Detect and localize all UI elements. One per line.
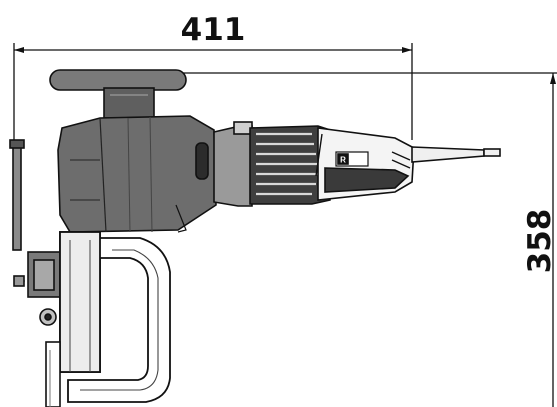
housing-collar <box>213 125 253 207</box>
width-arrow-right <box>402 47 412 53</box>
nameplate-logo: R <box>335 151 369 167</box>
height-arrow-top <box>550 73 556 84</box>
height-dimension <box>175 72 557 407</box>
height-dimension-label: 358 <box>522 209 557 274</box>
handle-stem <box>103 87 155 119</box>
guide-plate <box>12 144 22 251</box>
power-cord <box>411 146 501 163</box>
nameplate-text: R <box>340 156 346 165</box>
side-guide <box>9 139 25 251</box>
adjust-bolt <box>13 275 25 287</box>
punch-rod <box>45 341 61 407</box>
handle-grip <box>49 69 187 91</box>
width-dimension-label: 411 <box>181 12 246 48</box>
vent-slot <box>195 142 209 180</box>
c-frame-inner <box>80 249 159 391</box>
punch-tip <box>45 341 61 407</box>
width-dimension <box>13 43 413 140</box>
top-handle <box>49 69 187 119</box>
grip-ribs <box>256 132 318 196</box>
cord-end <box>483 148 501 157</box>
punch-guide <box>59 231 101 373</box>
cord-strain-relief <box>411 146 485 163</box>
rear-handle: R <box>315 127 415 201</box>
die-frame <box>59 231 171 403</box>
clamp-assembly <box>13 251 65 326</box>
gear-housing <box>57 115 217 233</box>
gear-head <box>57 115 217 233</box>
width-arrow-left <box>14 47 24 53</box>
